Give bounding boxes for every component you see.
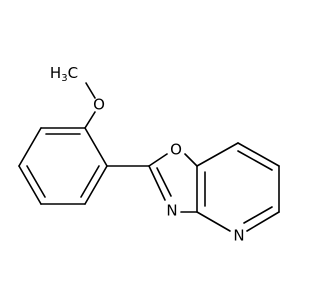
bond-c2-o bbox=[148, 153, 168, 167]
structure-canvas: H3C O O N N bbox=[18, 63, 280, 245]
oxazole-nitrogen-label: N bbox=[166, 202, 177, 220]
bond-benzene-5-inner bbox=[80, 165, 100, 198]
bond-c7-c6 bbox=[237, 142, 280, 167]
methyl-label: H3C bbox=[50, 64, 78, 85]
atom-labels: H3C O O N N bbox=[50, 64, 245, 245]
bond-o-c7a bbox=[184, 153, 198, 167]
bond-benzene-3-inner bbox=[26, 165, 46, 198]
bond-c7-c6-inner bbox=[237, 150, 273, 171]
bond-n4-c3a bbox=[196, 211, 231, 232]
bond-c2-n bbox=[148, 165, 166, 201]
bond-benzene-3 bbox=[18, 165, 42, 205]
methoxy-oxygen-label: O bbox=[93, 96, 105, 114]
bond-o-aryl bbox=[84, 111, 96, 129]
bond-benzene-6 bbox=[84, 127, 108, 167]
bond-c2-n-inner bbox=[156, 167, 172, 197]
bond-benzene-2 bbox=[18, 127, 42, 167]
bond-benzene-5 bbox=[84, 165, 108, 205]
bond-c7a-c7 bbox=[196, 142, 239, 167]
bond-c5-n4-inner bbox=[243, 206, 273, 224]
bond-ch3-o bbox=[85, 82, 96, 99]
molecule-diagram: H3C O O N N bbox=[18, 64, 280, 245]
pyridine-nitrogen-label: N bbox=[233, 227, 244, 245]
bond-c5-n4 bbox=[246, 211, 280, 232]
oxazole-oxygen-label: O bbox=[170, 141, 182, 159]
bonds bbox=[18, 82, 280, 232]
